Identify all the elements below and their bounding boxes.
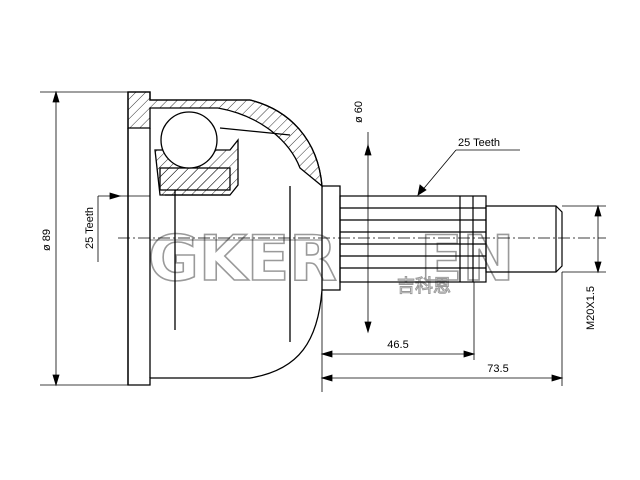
thread-label: M20X1.5 — [585, 286, 597, 330]
inner-teeth-label: 25 Teeth — [84, 207, 96, 249]
dim-outer-teeth — [417, 149, 520, 196]
ball — [160, 111, 218, 169]
dim-bore-diameter — [364, 132, 372, 334]
dim-shaft-length — [320, 282, 476, 392]
watermark-brand-tail: EN — [420, 222, 514, 295]
watermark-chinese: 吉科恩 — [397, 276, 451, 297]
dim-thread — [562, 204, 606, 274]
dim-inner-teeth — [97, 192, 150, 262]
outer-diameter-label: ø 89 — [41, 229, 53, 251]
thread-end — [485, 205, 563, 273]
watermark-brand: GKER — [148, 222, 337, 295]
dim-overall-length — [320, 272, 564, 386]
bore-diameter-label: ø 60 — [353, 101, 365, 123]
watermark: GKER EN 吉科恩 — [147, 221, 515, 297]
shaft-length-label: 46.5 — [387, 339, 408, 351]
outer-teeth-label: 25 Teeth — [458, 137, 500, 149]
overall-length-label: 73.5 — [487, 363, 508, 375]
dim-outer-diameter — [40, 90, 128, 387]
